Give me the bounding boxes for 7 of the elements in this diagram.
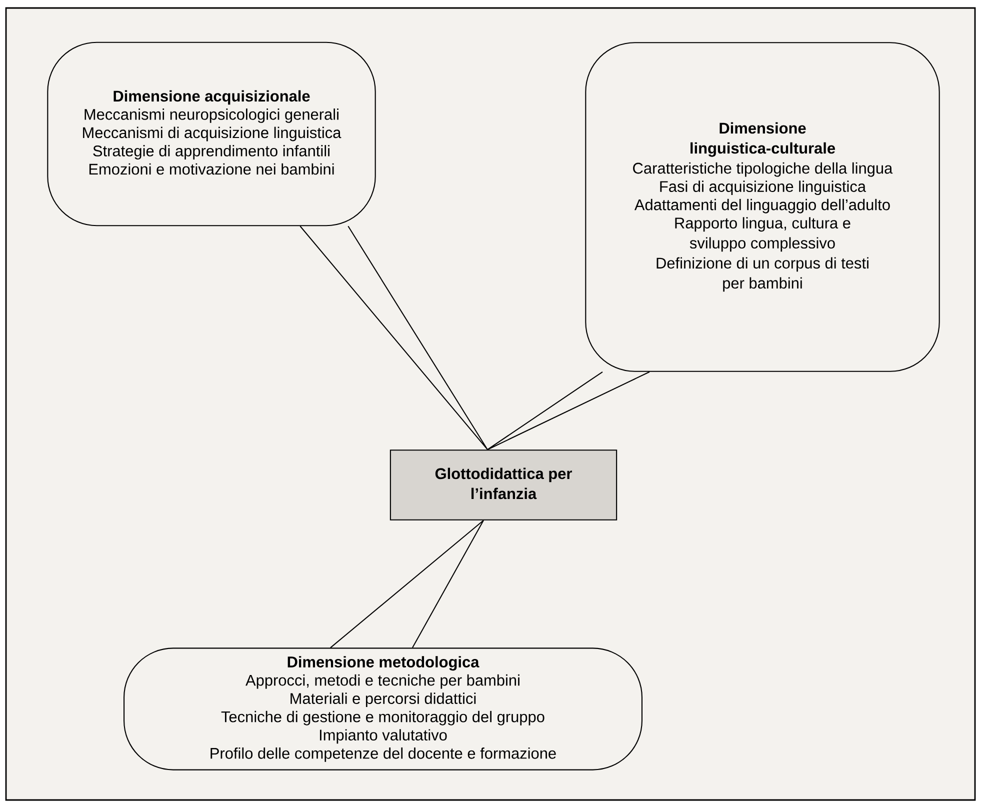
bubble-tail — [486, 371, 650, 450]
center-box: Glottodidattica per l’infanzia — [390, 450, 618, 520]
bubble-tail — [330, 520, 484, 648]
speech-bubble: Dimensione acquisizionale Meccanismi neuropsicologici generali Meccanismi di acquisizione linguistica Strategie di apprendimento infantili Emozioni e motivazione nei bambini — [47, 42, 376, 226]
bubble-tail — [300, 226, 488, 450]
speech-bubble: Dimensione linguistica-culturale Caratteristiche tipologiche della lingua Fasi di acquisizione linguistica Adattamenti del linguaggio dell’adulto Rapporto lingua, cultura e sviluppo complessivo Definizione di un corpus di testi per bambini — [585, 42, 940, 372]
speech-bubble: Dimensione metodologica Approcci, metodi e tecniche per bambini Materiali e percorsi didattici Tecniche di gestione e monitoraggio del gruppo Impianto valutativo Profilo delle competenze del docente e formazione — [124, 648, 642, 770]
